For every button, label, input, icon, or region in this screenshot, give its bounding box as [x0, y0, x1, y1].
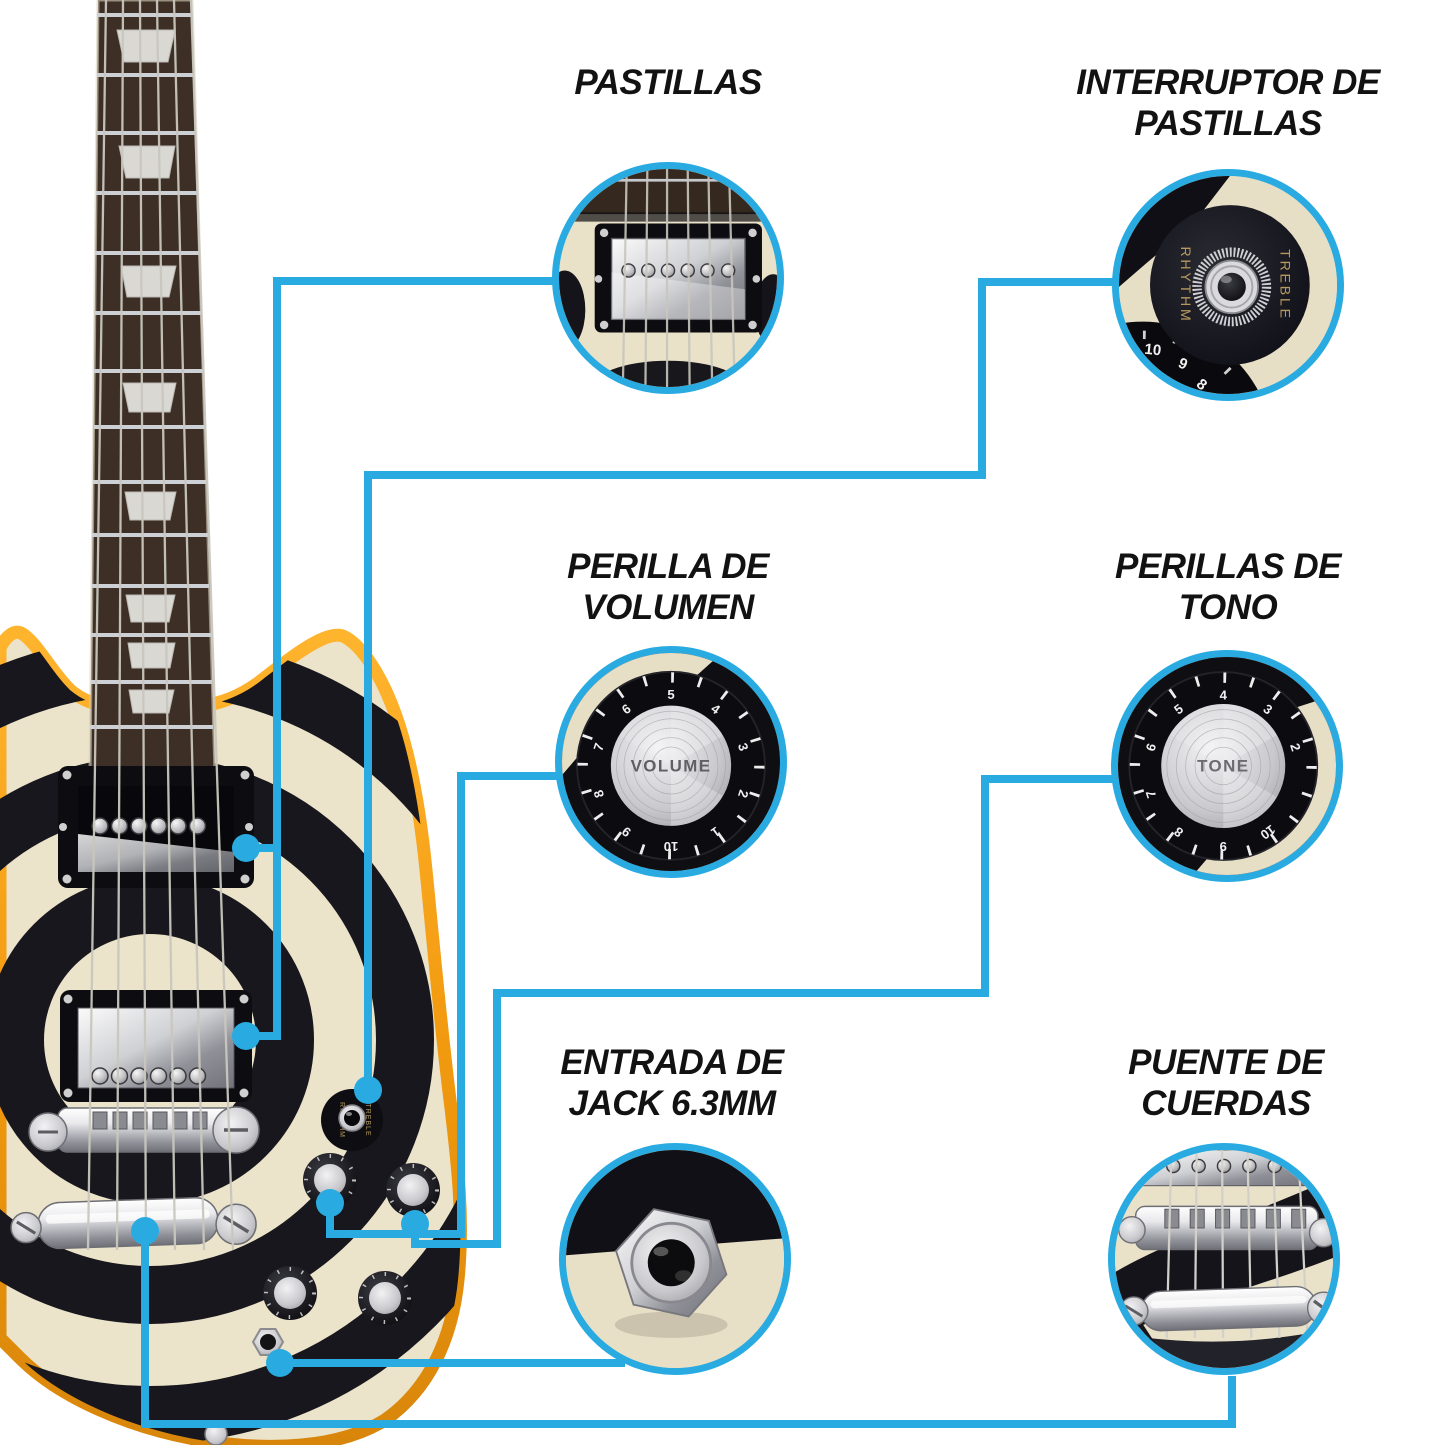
connector-bridge — [141, 1233, 1236, 1428]
label-line: VOLUMEN — [582, 588, 754, 628]
switch-closeup: 10 9 8 RHYTHM TREBLE — [1119, 176, 1337, 394]
control-knobs — [263, 1153, 440, 1325]
label-volume-knob: PERILLA DE VOLUMEN — [567, 546, 769, 629]
connector-volume-knob — [326, 772, 557, 1238]
volume-knob: 5 4 3 2 1 10 9 8 7 6 — [576, 670, 766, 861]
jack-nut — [615, 1208, 728, 1318]
detail-circle-volume-knob: 5 4 3 2 1 10 9 8 7 6 — [555, 646, 787, 878]
switch-treble-label: TREBLE — [1278, 249, 1294, 321]
connector-lines — [141, 277, 1236, 1428]
detail-circle-pickup-switch: 10 9 8 RHYTHM TREBLE — [1112, 169, 1344, 401]
jack-closeup — [566, 1150, 784, 1368]
label-line: ENTRADA DE — [560, 1043, 784, 1082]
scale-number: 4 — [1220, 687, 1228, 702]
label-line: PASTILLAS — [1134, 104, 1322, 144]
connector-pickups — [248, 277, 556, 1040]
detail-circle-jack-input — [559, 1143, 791, 1375]
detail-circle-bridge — [1108, 1143, 1340, 1375]
strings — [86, 0, 235, 1251]
label-tone-knobs: PERILLAS DE TONO — [1115, 546, 1341, 629]
label-line: PASTILLAS — [574, 63, 762, 102]
connector-dots — [131, 834, 429, 1377]
tone-knob: 4 3 2 10 9 8 7 6 5 — [1128, 671, 1319, 861]
label-line: TONO — [1178, 588, 1278, 628]
label-line: INTERRUPTOR DE — [1076, 63, 1380, 102]
detail-circle-pickups — [552, 162, 784, 394]
connector-dot-switch — [354, 1076, 382, 1104]
label-jack-input: ENTRADA DE JACK 6.3MM — [560, 1042, 784, 1125]
scale-number: 6 — [1143, 741, 1160, 753]
connector-tone-knobs — [411, 775, 1113, 1248]
neck-pickup — [58, 766, 254, 888]
scale-number: 9 — [1220, 839, 1227, 854]
label-line: PUENTE DE — [1128, 1043, 1324, 1082]
connector-dot-bridge-pickup — [232, 1022, 260, 1050]
switch-rhythm-label: RHYTHM — [1178, 246, 1194, 323]
label-pickup-switch: INTERRUPTOR DE PASTILLAS — [1076, 62, 1380, 145]
connector-dot-tone — [401, 1210, 429, 1238]
volume-engraving: VOLUME — [631, 756, 712, 775]
detail-circle-tone-knobs: 4 3 2 10 9 8 7 6 5 — [1111, 650, 1343, 882]
strings-closeup — [621, 169, 736, 387]
label-pickups: PASTILLAS — [574, 62, 762, 103]
scale-number: 7 — [1143, 788, 1160, 800]
label-line: CUERDAS — [1141, 1084, 1311, 1124]
switch-toggle-tip — [1217, 272, 1246, 301]
stopbar-tailpiece — [10, 1196, 257, 1250]
tune-o-matic-bridge — [28, 1106, 260, 1154]
bridge-closeup — [1115, 1150, 1333, 1368]
switch-treble-micro-label: TREBLE — [364, 1103, 371, 1136]
stopbar-closeup — [1118, 1285, 1333, 1332]
volume-knob-closeup: 5 4 3 2 1 10 9 8 7 6 — [562, 653, 780, 871]
connector-dot-volume — [316, 1189, 344, 1217]
scale-number: 10 — [1258, 822, 1279, 843]
scale-number: 2 — [735, 788, 752, 800]
label-line: PERILLAS DE — [1115, 547, 1341, 586]
scale-number: 5 — [667, 687, 674, 702]
bridge-bar — [1118, 1205, 1333, 1251]
pickup-closeup — [559, 169, 777, 387]
guitar-neck — [88, 0, 217, 774]
pickup-switch: RHYTHM TREBLE — [321, 1089, 383, 1151]
connector-dot-neck-pickup — [232, 834, 260, 862]
scale-number: 2 — [1287, 741, 1304, 753]
scale-number: 8 — [591, 788, 608, 800]
bridge-pickup — [60, 990, 252, 1102]
connector-pickup-switch — [364, 278, 1114, 1092]
label-line: JACK 6.3MM — [568, 1084, 776, 1124]
connector-dot-bridge — [131, 1217, 159, 1245]
tone-knob-closeup: 4 3 2 10 9 8 7 6 5 — [1118, 657, 1336, 875]
label-bridge: PUENTE DE CUERDAS — [1128, 1042, 1324, 1125]
scale-number: 3 — [735, 741, 752, 753]
scale-number: 7 — [591, 741, 608, 753]
label-line: PERILLA DE — [567, 547, 769, 586]
scale-number: 10 — [664, 839, 679, 854]
knob-fragment: 10 9 8 — [1119, 321, 1260, 394]
connector-dot-jack — [266, 1349, 294, 1377]
tone-engraving: TONE — [1197, 757, 1249, 776]
knob-number: 10 — [1144, 341, 1162, 360]
